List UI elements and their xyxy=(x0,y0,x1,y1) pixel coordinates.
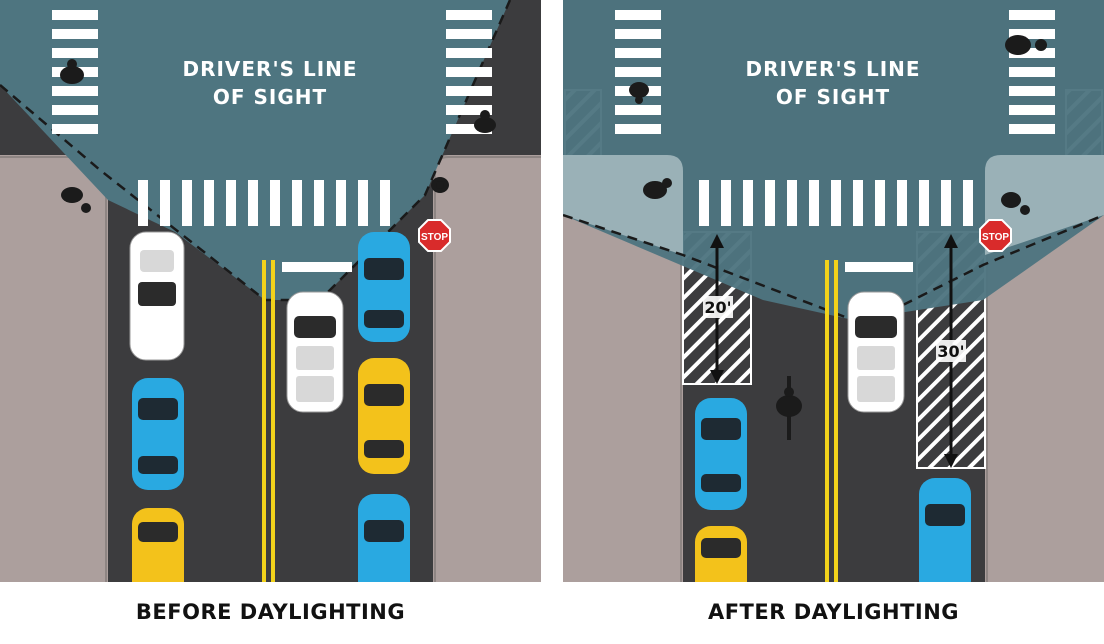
stop-sign: STOP xyxy=(418,219,451,252)
car-blue-right-2 xyxy=(358,494,410,582)
pedestrian-icons xyxy=(629,35,1047,215)
car-white-parked xyxy=(129,231,185,361)
before-daylighting-diagram: STOP DRIVER'S LINE OF SIGHT xyxy=(0,0,541,582)
pedestrian-icons xyxy=(60,59,496,213)
stop-bar xyxy=(282,262,352,272)
crosswalk-main xyxy=(138,180,390,226)
sight-label-line2: OF SIGHT xyxy=(776,85,890,109)
sight-line xyxy=(0,0,512,302)
car-yellow-right xyxy=(358,358,410,474)
crosswalk-top-right xyxy=(446,10,492,134)
center-line xyxy=(825,260,829,582)
stop-sign-label: STOP xyxy=(421,232,448,243)
sidewalk-right xyxy=(433,155,541,582)
before-caption: BEFORE DAYLIGHTING xyxy=(135,600,406,624)
car-blue-parked-left xyxy=(695,398,747,510)
car-yellow-parked-left xyxy=(695,526,747,582)
car-white-waiting xyxy=(847,291,905,413)
crosswalk-top-right xyxy=(1009,10,1055,134)
after-daylighting-diagram: 20' 30' xyxy=(563,0,1104,582)
sight-label-line1: DRIVER'S LINE xyxy=(745,57,920,81)
sight-label-line2: OF SIGHT xyxy=(213,85,327,109)
cyclist-icon xyxy=(776,376,802,440)
sight-area xyxy=(563,0,1104,320)
sidewalk-left xyxy=(0,155,108,582)
crosswalk-main xyxy=(699,180,973,226)
sight-label-line1: DRIVER'S LINE xyxy=(182,57,357,81)
car-blue-parked xyxy=(132,378,184,490)
car-white-waiting xyxy=(286,291,344,413)
stop-bar xyxy=(845,262,913,272)
after-caption: AFTER DAYLIGHTING xyxy=(707,600,960,624)
measure-label-30ft: 30' xyxy=(937,342,964,361)
car-yellow-parked xyxy=(132,508,184,582)
stop-sign-label: STOP xyxy=(982,232,1009,243)
car-blue-right-1 xyxy=(358,232,410,342)
sight-line xyxy=(563,213,1104,322)
measure-label-20ft: 20' xyxy=(704,298,731,317)
sidewalk-left xyxy=(563,155,683,582)
car-blue-parked-right xyxy=(919,478,971,582)
stop-sign: STOP xyxy=(979,219,1012,252)
center-line xyxy=(262,260,266,582)
